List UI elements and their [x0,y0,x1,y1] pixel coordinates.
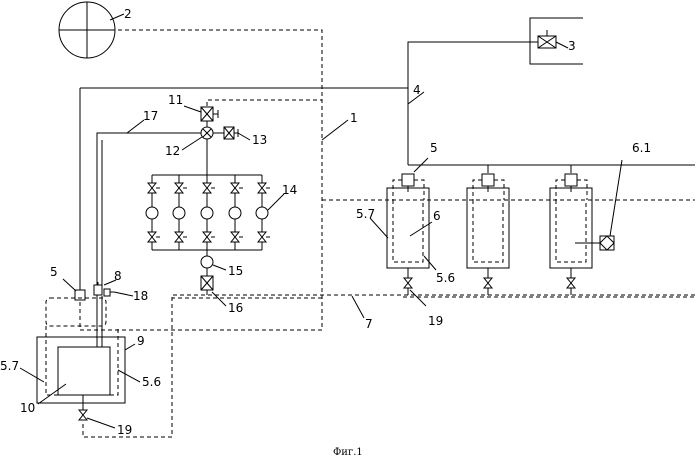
valve-11: 11 [168,93,218,121]
label-19-left: 19 [117,423,132,437]
label-6: 6 [433,209,441,223]
tank-unit-2 [467,174,509,295]
device-3: 3 [530,18,583,64]
bank-column-5 [256,175,270,250]
label-8: 8 [114,269,122,283]
label-10: 10 [20,401,35,415]
label-5-7-left: 5.7 [0,359,19,373]
label-2: 2 [124,7,132,21]
valve-13: 13 [213,127,267,147]
label-17: 17 [143,109,158,123]
label-5-top: 5 [430,141,438,155]
cylinder-bank-14: 14 [146,175,297,250]
label-14: 14 [282,183,297,197]
bank-column-4 [229,175,243,250]
label-3: 3 [568,39,576,53]
label-5-7-top: 5.7 [356,207,375,221]
label-4: 4 [413,83,421,97]
label-18: 18 [133,289,148,303]
label-13: 13 [252,133,267,147]
label-5-6-left: 5.6 [142,375,161,389]
bank-column-1 [146,175,160,250]
label-19-top: 19 [428,314,443,328]
tank-unit-1 [387,174,429,295]
figure-caption: Фиг.1 [333,447,363,458]
line-7 [83,295,695,437]
label-9: 9 [137,334,145,348]
valve-12: 12 [165,127,213,158]
label-12: 12 [165,144,180,158]
bank-column-3 [201,175,215,250]
label-16: 16 [228,301,243,315]
label-1: 1 [350,111,358,125]
label-5-left: 5 [50,265,58,279]
tank-unit-3: 6.1 [550,141,651,295]
bank-column-2 [173,175,187,250]
label-6-1: 6.1 [632,141,651,155]
label-7: 7 [365,317,373,331]
sensor-6-1 [600,236,614,250]
label-15: 15 [228,264,243,278]
label-11: 11 [168,93,183,107]
label-5-6-top: 5.6 [436,271,455,285]
control-lines [80,30,695,330]
left-unit: 5 8 18 9 5.6 5.7 10 19 [0,265,161,437]
